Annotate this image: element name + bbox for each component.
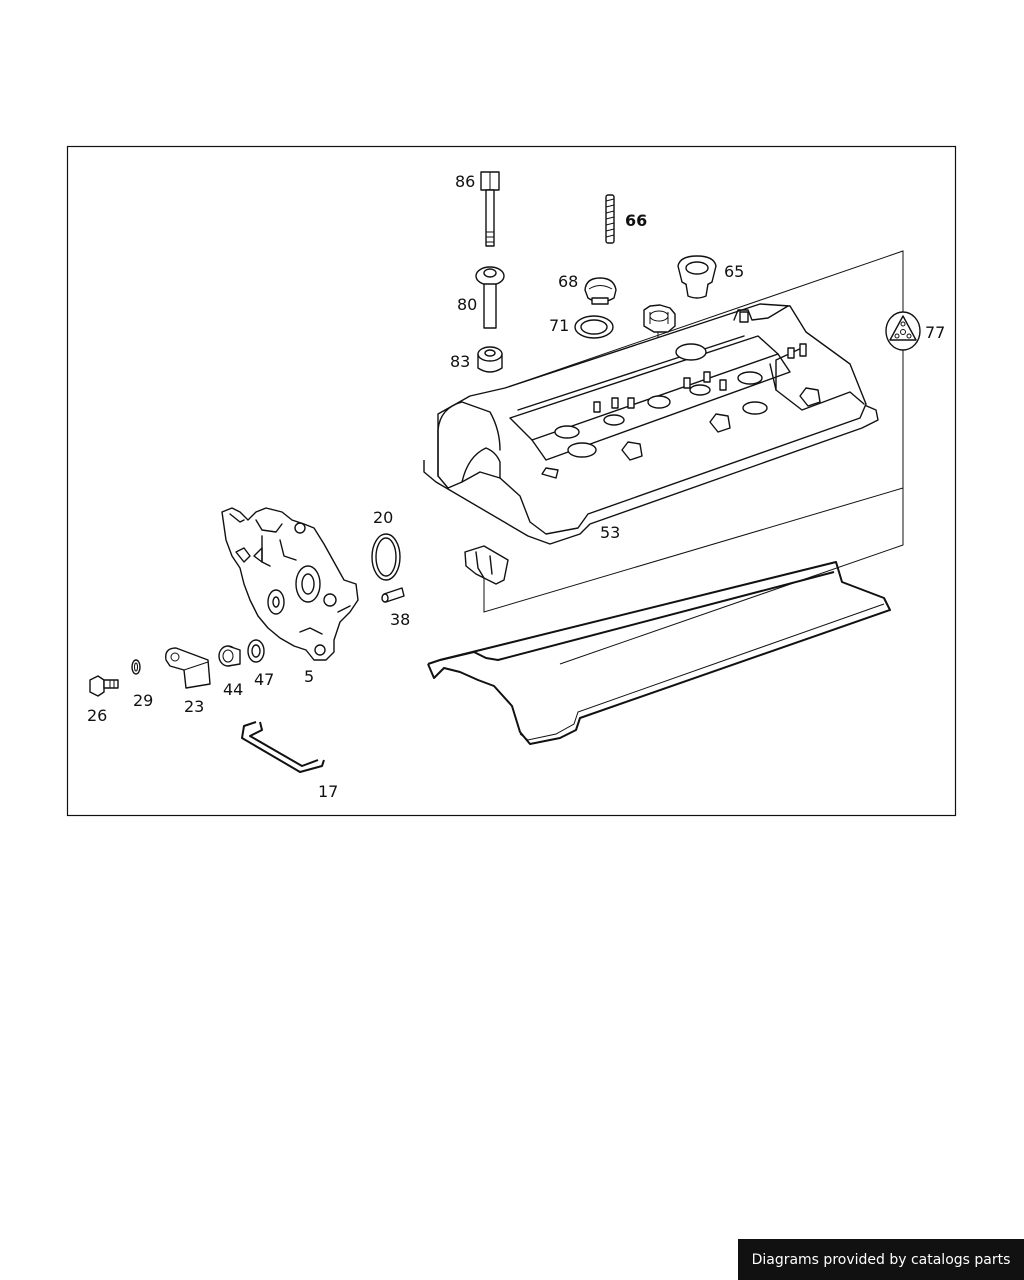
label-17: 17 [318, 782, 338, 801]
gear-nut [643, 304, 676, 333]
label-83: 83 [450, 352, 470, 371]
credit-text: Diagrams provided by catalogs parts [751, 1251, 1011, 1268]
label-80: 80 [457, 295, 477, 314]
plate-77 [885, 311, 921, 351]
label-44: 44 [223, 680, 243, 699]
diagram-frame [66, 145, 957, 817]
label-20: 20 [373, 508, 393, 527]
valve-cover-53 [423, 303, 879, 545]
plug-65 [677, 255, 717, 299]
credit-banner: Diagrams provided by catalogs parts [738, 1239, 1024, 1280]
label-26: 26 [87, 706, 107, 725]
label-65: 65 [724, 262, 744, 281]
label-38: 38 [390, 610, 410, 629]
clip-bracket [464, 545, 509, 585]
label-66: 66 [625, 211, 647, 230]
dowel-38 [381, 587, 405, 603]
bolt-26 [89, 675, 119, 697]
o-ring-20 [371, 533, 401, 581]
label-47: 47 [254, 670, 274, 689]
bracket-23 [165, 647, 211, 689]
bolt-86 [480, 171, 500, 247]
stud-66 [605, 194, 615, 244]
label-77: 77 [925, 323, 945, 342]
grommet-83 [477, 346, 503, 373]
seal-strip-17 [241, 721, 325, 773]
label-53: 53 [600, 523, 620, 542]
plug-44 [218, 645, 241, 667]
label-23: 23 [184, 697, 204, 716]
label-71: 71 [549, 316, 569, 335]
cover-5 [221, 507, 359, 661]
seal-ring-71 [574, 315, 614, 339]
filler-cap-68 [584, 277, 617, 305]
washer-29 [131, 659, 141, 675]
gasket [427, 561, 891, 745]
sleeve-80 [475, 266, 505, 329]
label-29: 29 [133, 691, 153, 710]
label-5: 5 [304, 667, 314, 686]
label-86: 86 [455, 172, 475, 191]
washer-47 [247, 639, 265, 663]
callout-labels: 86 66 68 65 80 71 77 83 53 20 38 5 47 44… [87, 172, 945, 801]
label-68: 68 [558, 272, 578, 291]
